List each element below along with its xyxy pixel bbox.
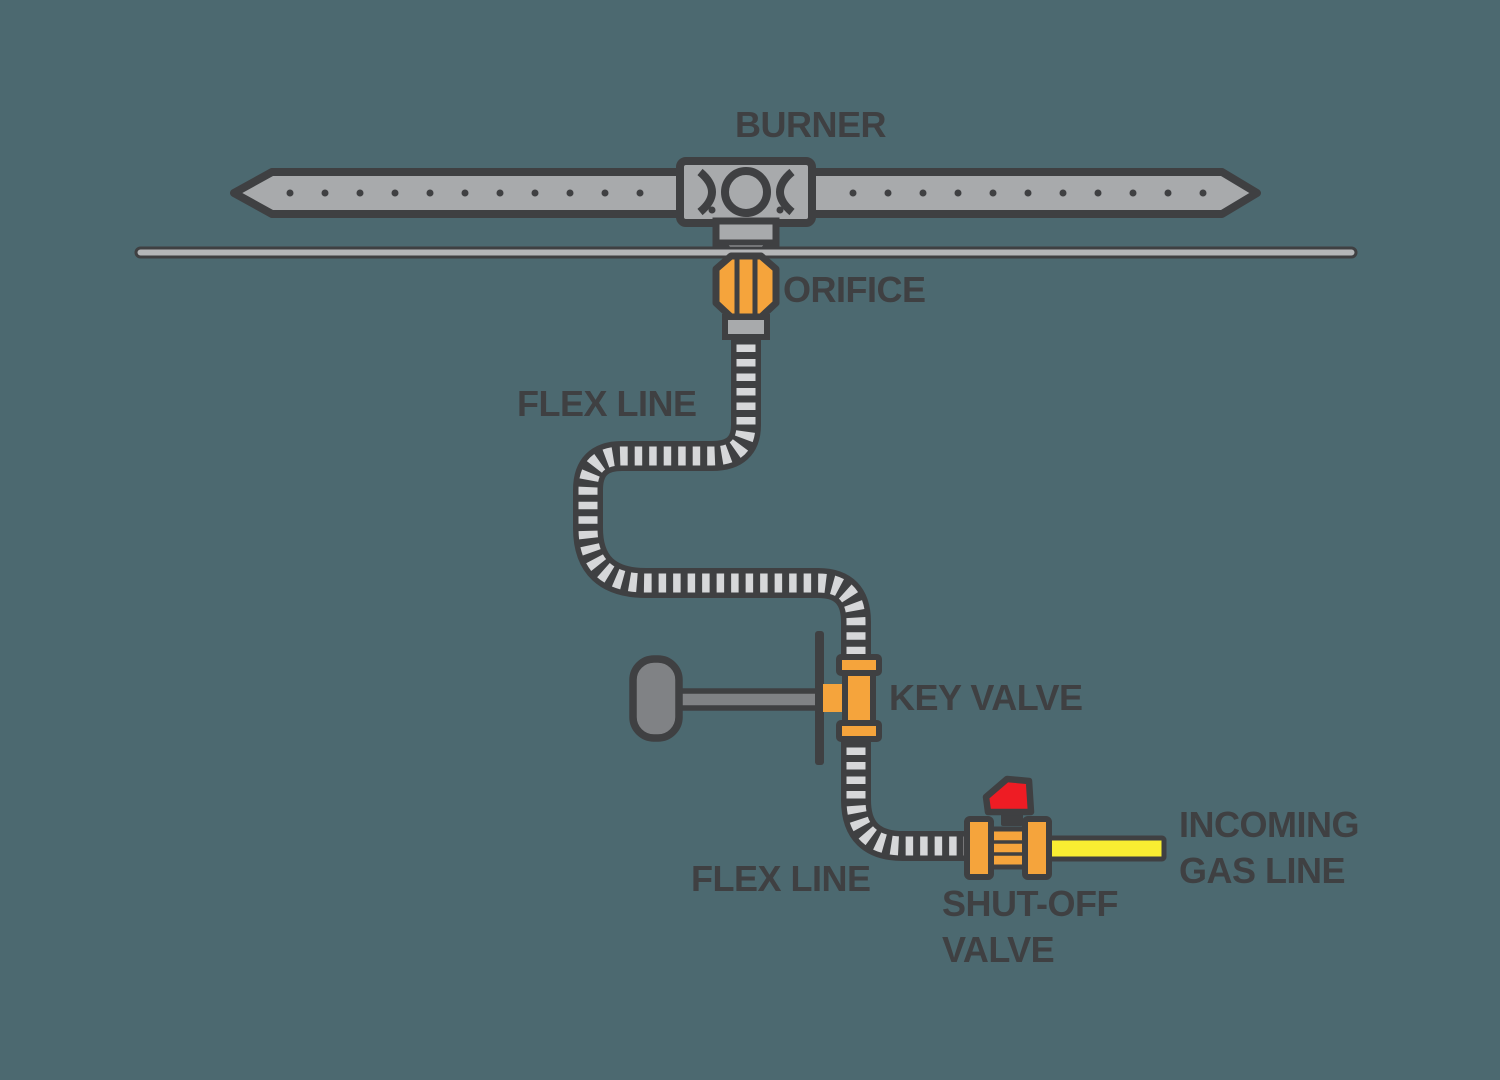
shut-off-red-handle bbox=[982, 775, 1035, 816]
burner-assembly bbox=[230, 157, 1261, 257]
key-valve-flange-top bbox=[836, 654, 882, 676]
tube-cap-right bbox=[776, 168, 795, 216]
shut-off-valve-label-line1: SHUT-OFF bbox=[942, 883, 1118, 924]
key-valve-label: KEY VALVE bbox=[889, 677, 1083, 718]
incoming-gas-line-label-line2: GAS LINE bbox=[1179, 850, 1346, 891]
key-valve-flange-bottom bbox=[836, 720, 882, 742]
key-shaft bbox=[671, 688, 829, 711]
shut-off-valve-label-line2: VALVE bbox=[942, 929, 1055, 970]
burner-label: BURNER bbox=[735, 104, 887, 145]
shut-off-valve-label: SHUT-OFF VALVE bbox=[942, 881, 1118, 973]
shut-off-valve-assembly bbox=[964, 775, 1052, 880]
burner-neck bbox=[712, 217, 780, 247]
burner-ports-right bbox=[849, 189, 1207, 197]
key-valve-body bbox=[842, 668, 876, 730]
tube-cap-left bbox=[697, 168, 716, 216]
key-handle-knob bbox=[629, 655, 683, 742]
hose-stripes bbox=[578, 330, 866, 664]
flex-line-lower-hose bbox=[841, 733, 975, 861]
orifice-label: ORIFICE bbox=[783, 269, 926, 310]
orifice-fitting bbox=[712, 252, 780, 340]
flex-line-lower-label: FLEX LINE bbox=[691, 858, 871, 899]
hub-inlet-circle bbox=[721, 167, 771, 217]
hose-outline bbox=[573, 330, 871, 664]
shut-off-flange-right bbox=[1022, 816, 1052, 880]
incoming-gas-pipe bbox=[1045, 835, 1167, 862]
orifice-body bbox=[712, 252, 780, 321]
incoming-gas-line-label-line1: INCOMING bbox=[1179, 804, 1360, 845]
shut-off-body-threads bbox=[991, 840, 1025, 856]
valve-mounting-plate bbox=[815, 631, 824, 765]
orifice-collar bbox=[722, 314, 770, 340]
flex-line-upper-hose bbox=[573, 330, 871, 664]
key-valve-assembly bbox=[629, 631, 882, 765]
orifice-flutes bbox=[734, 258, 758, 315]
burner-ports-left bbox=[286, 189, 644, 197]
hose-stripes bbox=[846, 733, 975, 856]
shut-off-flange-left bbox=[964, 816, 994, 880]
incoming-gas-line-label: INCOMING GAS LINE bbox=[1179, 802, 1360, 894]
flex-line-upper-label: FLEX LINE bbox=[517, 383, 697, 424]
shut-off-body bbox=[988, 826, 1028, 870]
hub-bolt-left bbox=[708, 206, 716, 214]
hub-bolt-right bbox=[776, 206, 784, 214]
